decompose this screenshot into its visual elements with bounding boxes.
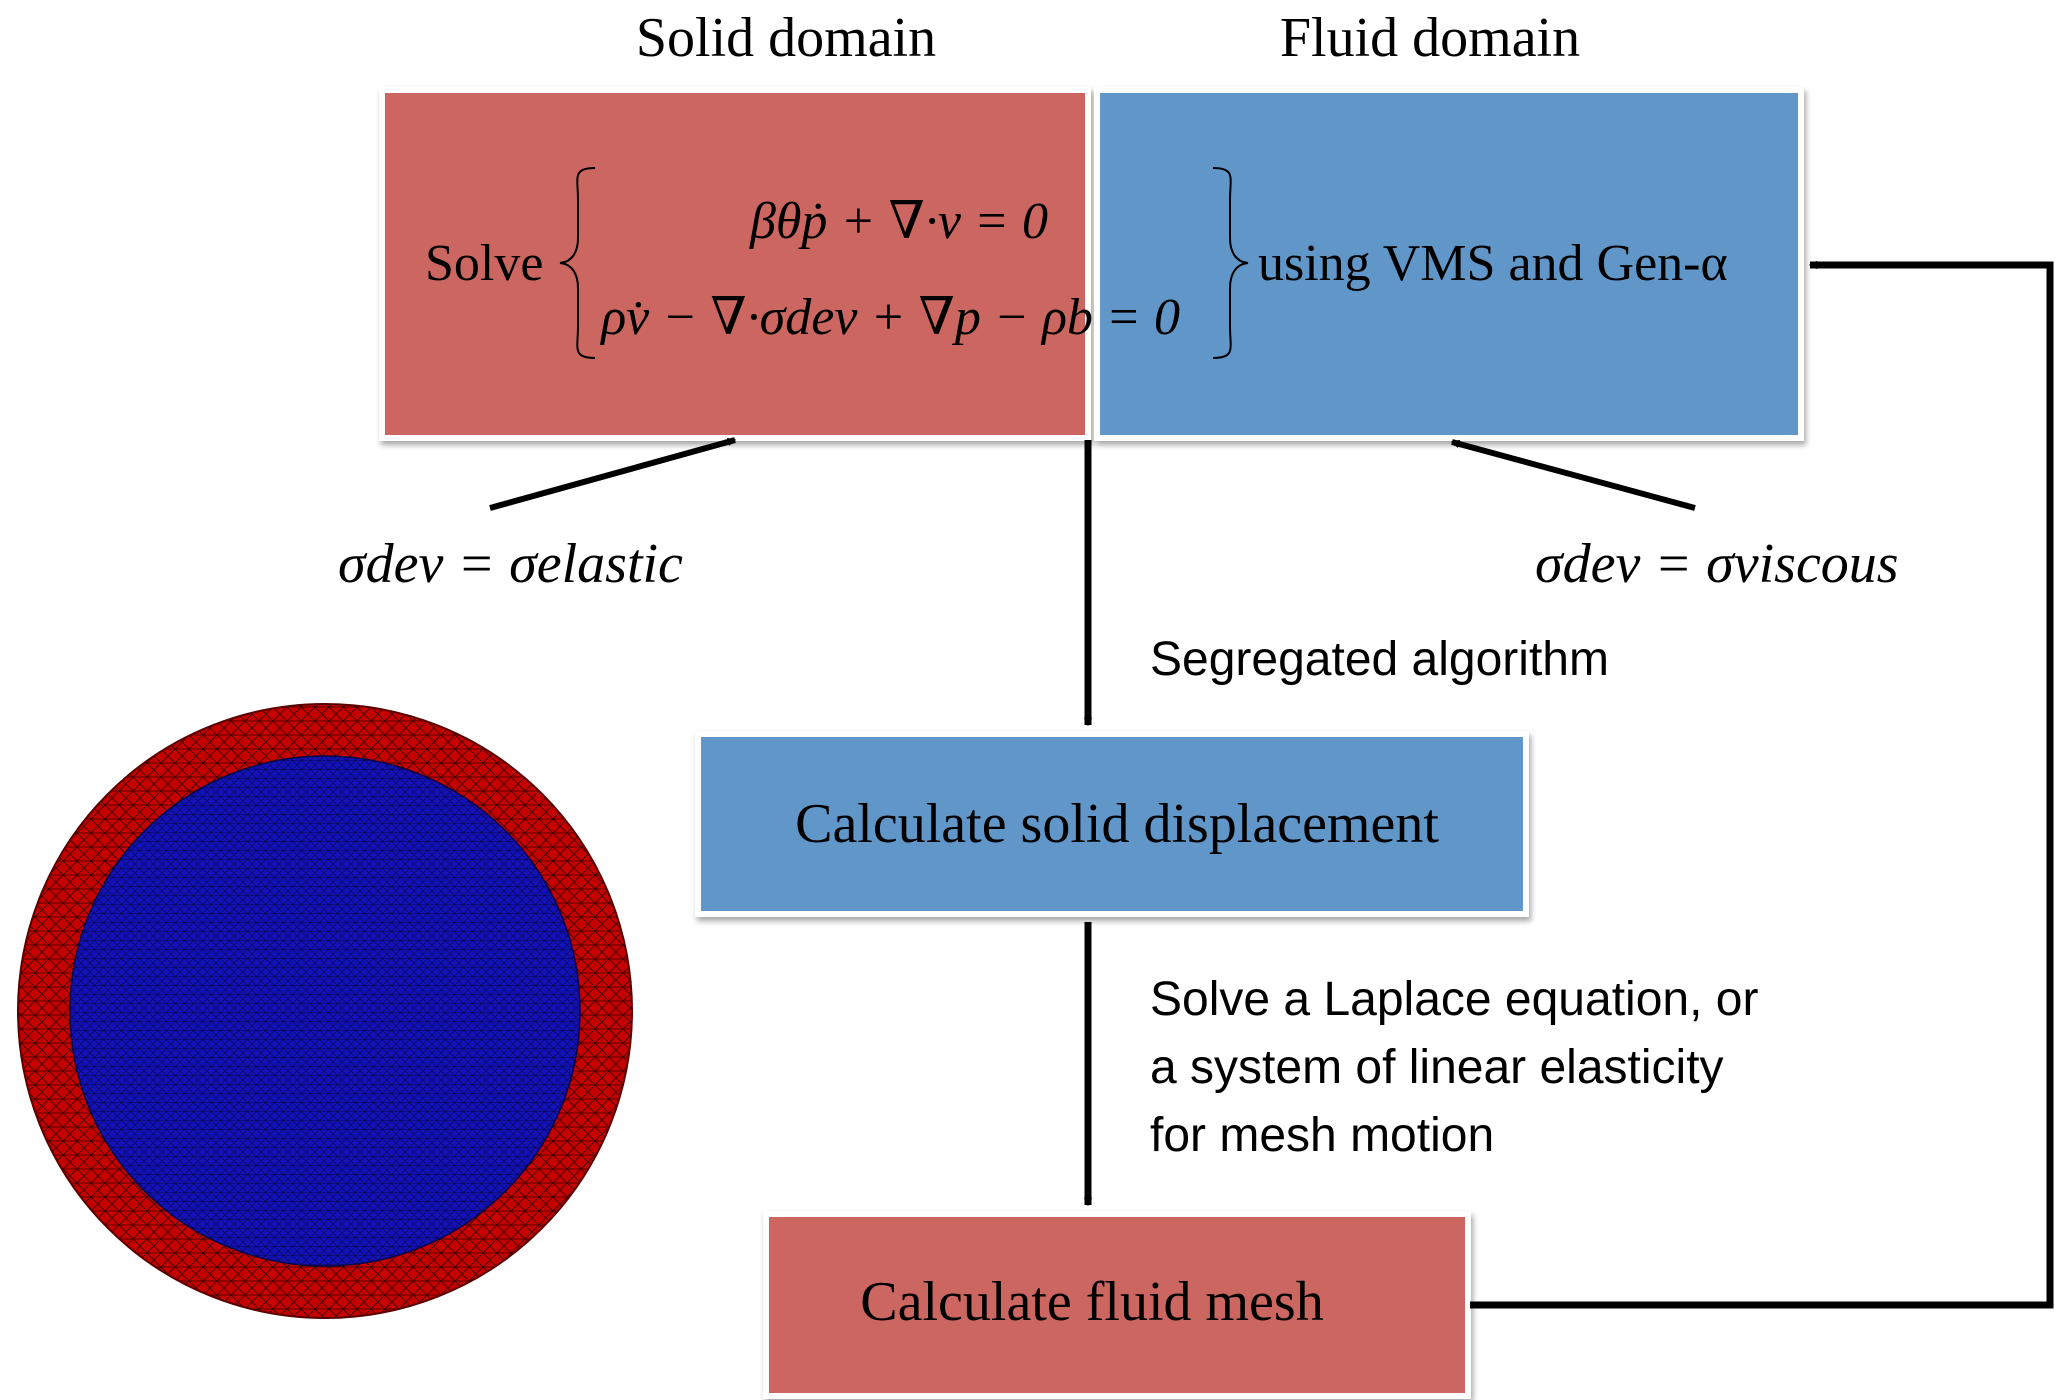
segregated-algorithm-label: Segregated algorithm: [1150, 633, 1609, 686]
fluid-domain-header: Fluid domain: [1280, 7, 1580, 69]
fluid-stress-relation: σdev = σviscous: [1535, 533, 1899, 595]
solid-domain-panel: [379, 87, 1091, 441]
fluid-lumen-mesh: [69, 755, 581, 1267]
continuity-equation: βθṗ + ∇·v = 0: [749, 193, 1048, 250]
fluid-mesh-box: [763, 1211, 1471, 1399]
solid-displacement-label: Calculate solid displacement: [795, 793, 1439, 855]
fluid-stress-arrow: [1452, 439, 1696, 511]
fluid-mesh-label: Calculate fluid mesh: [860, 1271, 1323, 1333]
mesh-motion-line-3: for mesh motion: [1150, 1109, 1494, 1162]
right-brace: [1212, 167, 1249, 359]
solid-displacement-box: [695, 731, 1529, 917]
left-brace: [559, 167, 596, 359]
mesh-cross-section-image: [17, 703, 633, 1319]
solve-label: Solve: [425, 235, 543, 292]
momentum-equation: ρv̇ − ∇·σdev + ∇p − ρb = 0: [599, 289, 1180, 346]
feedback-loop-arrow: [1470, 265, 2054, 1309]
mesh-motion-line-1: Solve a Laplace equation, or: [1150, 973, 1758, 1026]
using-method-label: using VMS and Gen-α: [1258, 235, 1728, 292]
solid-stress-arrow: [489, 437, 735, 511]
coupled-system-box: [379, 87, 1804, 441]
fluid-domain-panel: [1094, 87, 1804, 441]
mesh-motion-line-2: a system of linear elasticity: [1150, 1041, 1724, 1094]
solid-stress-relation: σdev = σelastic: [338, 533, 683, 595]
solid-domain-header: Solid domain: [636, 7, 936, 69]
